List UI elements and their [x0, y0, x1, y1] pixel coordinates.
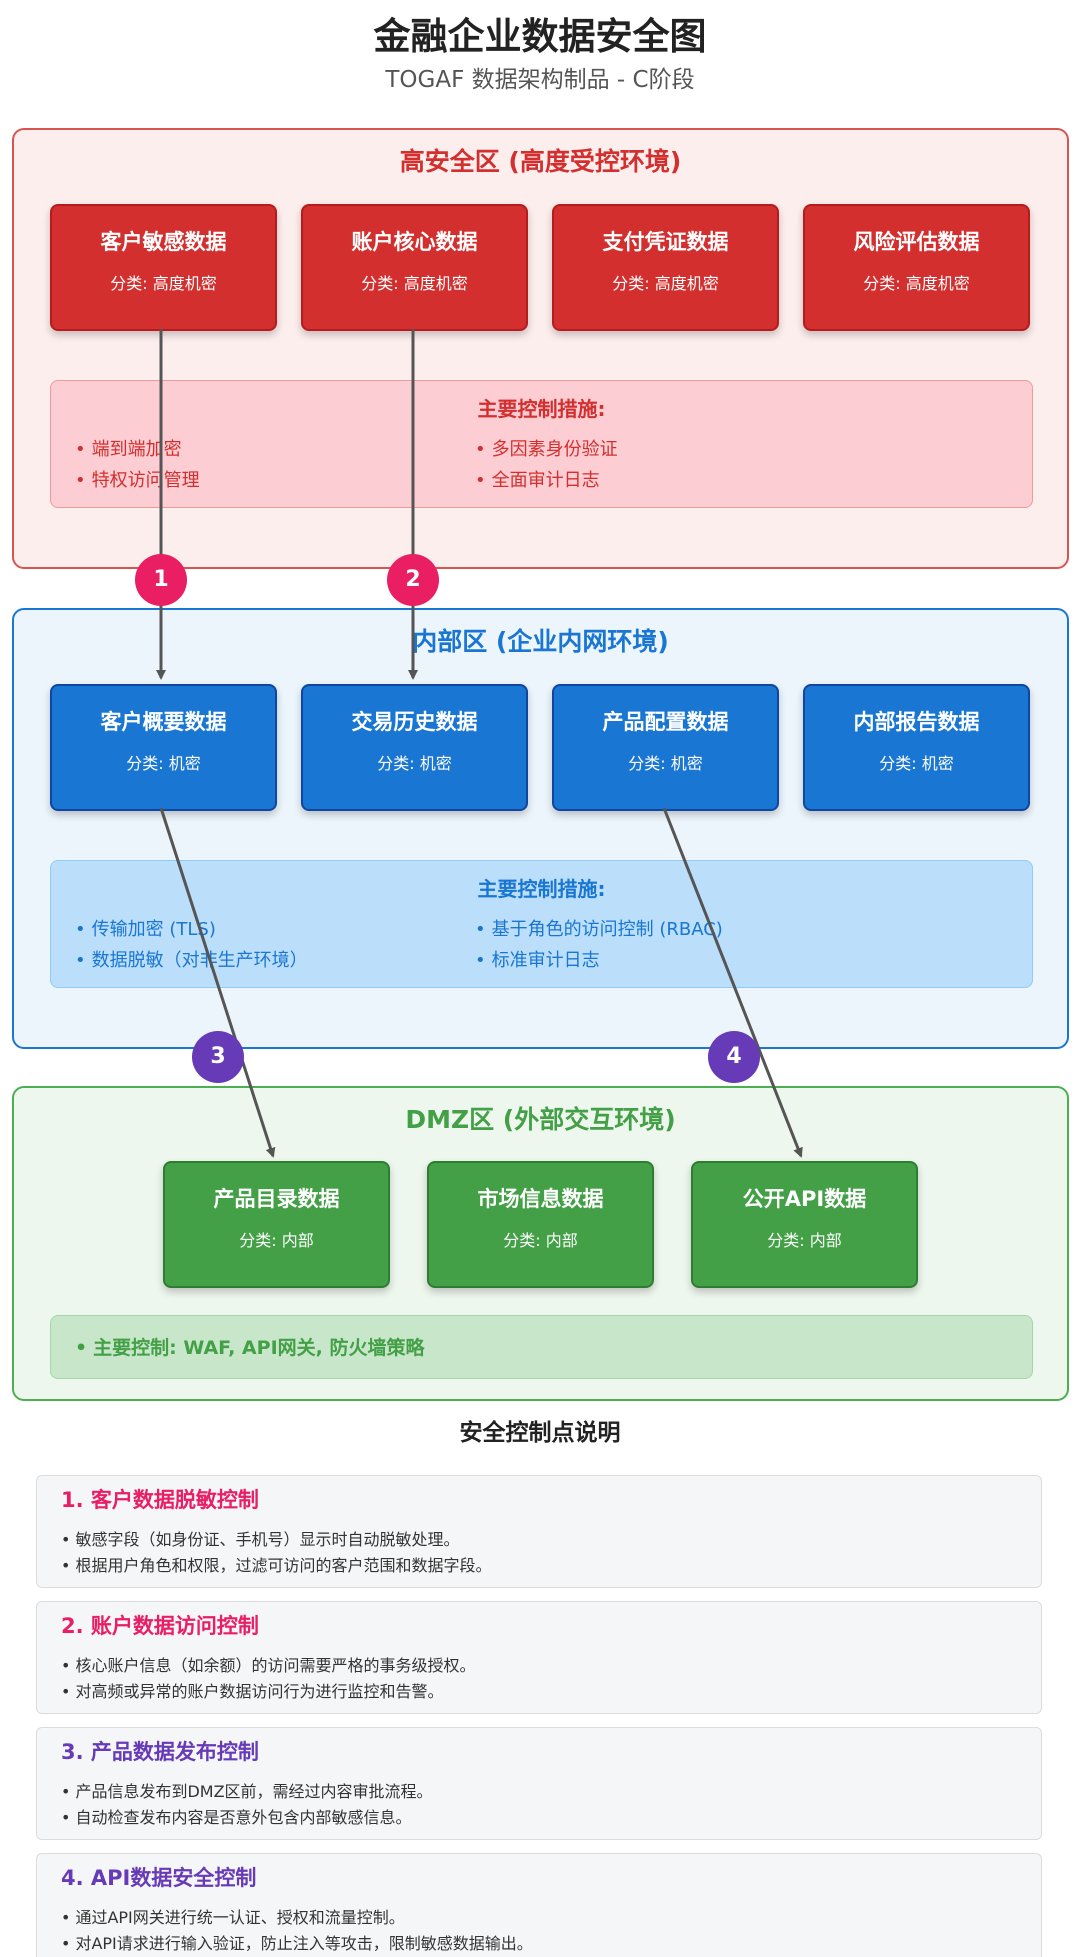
control-item: 全面审计日志 — [475, 466, 600, 492]
note-line: 敏感字段（如身份证、手机号）显示时自动脱敏处理。 — [61, 1526, 459, 1550]
note-line: 核心账户信息（如余额）的访问需要严格的事务级授权。 — [61, 1652, 475, 1676]
box-classification: 分类: 内部 — [503, 1231, 578, 1250]
box-customer-summary[interactable]: 客户概要数据 分类: 机密 — [50, 684, 277, 811]
note-line: 对API请求进行输入验证，防止注入等攻击，限制敏感数据输出。 — [61, 1930, 532, 1954]
box-title: 账户核心数据 — [351, 230, 478, 254]
control-item: 基于角色的访问控制 (RBAC) — [475, 915, 723, 941]
zone-high-title: 高安全区 (高度受控环境) — [399, 147, 682, 176]
box-classification: 分类: 高度机密 — [110, 274, 217, 293]
box-classification: 分类: 高度机密 — [612, 274, 719, 293]
note-title: 4. API数据安全控制 — [61, 1866, 257, 1890]
box-title: 客户敏感数据 — [100, 230, 227, 254]
note-title: 2. 账户数据访问控制 — [61, 1614, 259, 1638]
controls-title: 主要控制措施: — [477, 397, 606, 421]
dmz-control-text: 主要控制: WAF, API网关, 防火墙策略 — [75, 1333, 424, 1360]
note-line: 产品信息发布到DMZ区前，需经过内容审批流程。 — [61, 1778, 432, 1802]
note-line: 对高频或异常的账户数据访问行为进行监控和告警。 — [61, 1678, 443, 1702]
box-classification: 分类: 机密 — [628, 754, 703, 773]
control-item: 多因素身份验证 — [475, 435, 618, 461]
controls-internal: 主要控制措施: 传输加密 (TLS) 数据脱敏（对非生产环境） 基于角色的访问控… — [50, 860, 1033, 988]
zone-internal-title: 内部区 (企业内网环境) — [412, 627, 669, 656]
page-subtitle: TOGAF 数据架构制品 - C阶段 — [385, 67, 695, 93]
box-title: 内部报告数据 — [853, 710, 980, 734]
box-classification: 分类: 机密 — [377, 754, 452, 773]
controls-dmz: 主要控制: WAF, API网关, 防火墙策略 — [50, 1315, 1033, 1379]
box-classification: 分类: 机密 — [126, 754, 201, 773]
flow-badge-3[interactable]: 3 — [192, 1031, 244, 1083]
box-classification: 分类: 内部 — [767, 1231, 842, 1250]
note-title: 1. 客户数据脱敏控制 — [61, 1488, 259, 1512]
flow-badge-1[interactable]: 1 — [135, 554, 187, 606]
control-item: 特权访问管理 — [75, 466, 200, 492]
note-card-3: 3. 产品数据发布控制 产品信息发布到DMZ区前，需经过内容审批流程。 自动检查… — [36, 1727, 1042, 1840]
box-market-info[interactable]: 市场信息数据 分类: 内部 — [427, 1161, 654, 1288]
box-product-catalog[interactable]: 产品目录数据 分类: 内部 — [163, 1161, 390, 1288]
box-title: 市场信息数据 — [477, 1187, 604, 1211]
box-customer-sensitive[interactable]: 客户敏感数据 分类: 高度机密 — [50, 204, 277, 331]
notes-title: 安全控制点说明 — [459, 1420, 621, 1446]
box-title: 产品配置数据 — [602, 710, 729, 734]
note-card-2: 2. 账户数据访问控制 核心账户信息（如余额）的访问需要严格的事务级授权。 对高… — [36, 1601, 1042, 1714]
page-title: 金融企业数据安全图 — [373, 15, 707, 58]
flow-badge-4[interactable]: 4 — [708, 1031, 760, 1083]
note-line: 根据用户角色和权限，过滤可访问的客户范围和数据字段。 — [61, 1552, 491, 1576]
box-title: 客户概要数据 — [100, 710, 227, 734]
note-card-1: 1. 客户数据脱敏控制 敏感字段（如身份证、手机号）显示时自动脱敏处理。 根据用… — [36, 1475, 1042, 1588]
box-product-config[interactable]: 产品配置数据 分类: 机密 — [552, 684, 779, 811]
note-line: 自动检查发布内容是否意外包含内部敏感信息。 — [61, 1804, 411, 1828]
zone-dmz: DMZ区 (外部交互环境) 产品目录数据 分类: 内部 市场信息数据 分类: 内… — [12, 1086, 1069, 1401]
controls-title: 主要控制措施: — [477, 877, 606, 901]
box-risk-assessment[interactable]: 风险评估数据 分类: 高度机密 — [803, 204, 1030, 331]
box-title: 风险评估数据 — [853, 230, 980, 254]
flow-badge-2[interactable]: 2 — [387, 554, 439, 606]
control-item: 端到端加密 — [75, 435, 182, 461]
box-title: 支付凭证数据 — [602, 230, 729, 254]
controls-high: 主要控制措施: 端到端加密 特权访问管理 多因素身份验证 全面审计日志 — [50, 380, 1033, 508]
box-classification: 分类: 高度机密 — [863, 274, 970, 293]
box-internal-report[interactable]: 内部报告数据 分类: 机密 — [803, 684, 1030, 811]
control-item: 传输加密 (TLS) — [75, 915, 216, 941]
box-public-api[interactable]: 公开API数据 分类: 内部 — [691, 1161, 918, 1288]
note-line: 通过API网关进行统一认证、授权和流量控制。 — [61, 1904, 404, 1928]
box-classification: 分类: 高度机密 — [361, 274, 468, 293]
note-card-4: 4. API数据安全控制 通过API网关进行统一认证、授权和流量控制。 对API… — [36, 1853, 1042, 1957]
zone-high-security: 高安全区 (高度受控环境) 客户敏感数据 分类: 高度机密 账户核心数据 分类:… — [12, 128, 1069, 569]
box-transaction-history[interactable]: 交易历史数据 分类: 机密 — [301, 684, 528, 811]
box-title: 公开API数据 — [742, 1187, 867, 1211]
zone-internal: 内部区 (企业内网环境) 客户概要数据 分类: 机密 交易历史数据 分类: 机密… — [12, 608, 1069, 1049]
note-title: 3. 产品数据发布控制 — [61, 1740, 259, 1764]
control-item: 数据脱敏（对非生产环境） — [75, 946, 308, 972]
box-title: 交易历史数据 — [351, 710, 478, 734]
box-account-core[interactable]: 账户核心数据 分类: 高度机密 — [301, 204, 528, 331]
box-classification: 分类: 内部 — [239, 1231, 314, 1250]
box-payment-credential[interactable]: 支付凭证数据 分类: 高度机密 — [552, 204, 779, 331]
box-classification: 分类: 机密 — [879, 754, 954, 773]
zone-dmz-title: DMZ区 (外部交互环境) — [405, 1105, 676, 1134]
box-title: 产品目录数据 — [213, 1187, 340, 1211]
control-item: 标准审计日志 — [475, 946, 600, 972]
